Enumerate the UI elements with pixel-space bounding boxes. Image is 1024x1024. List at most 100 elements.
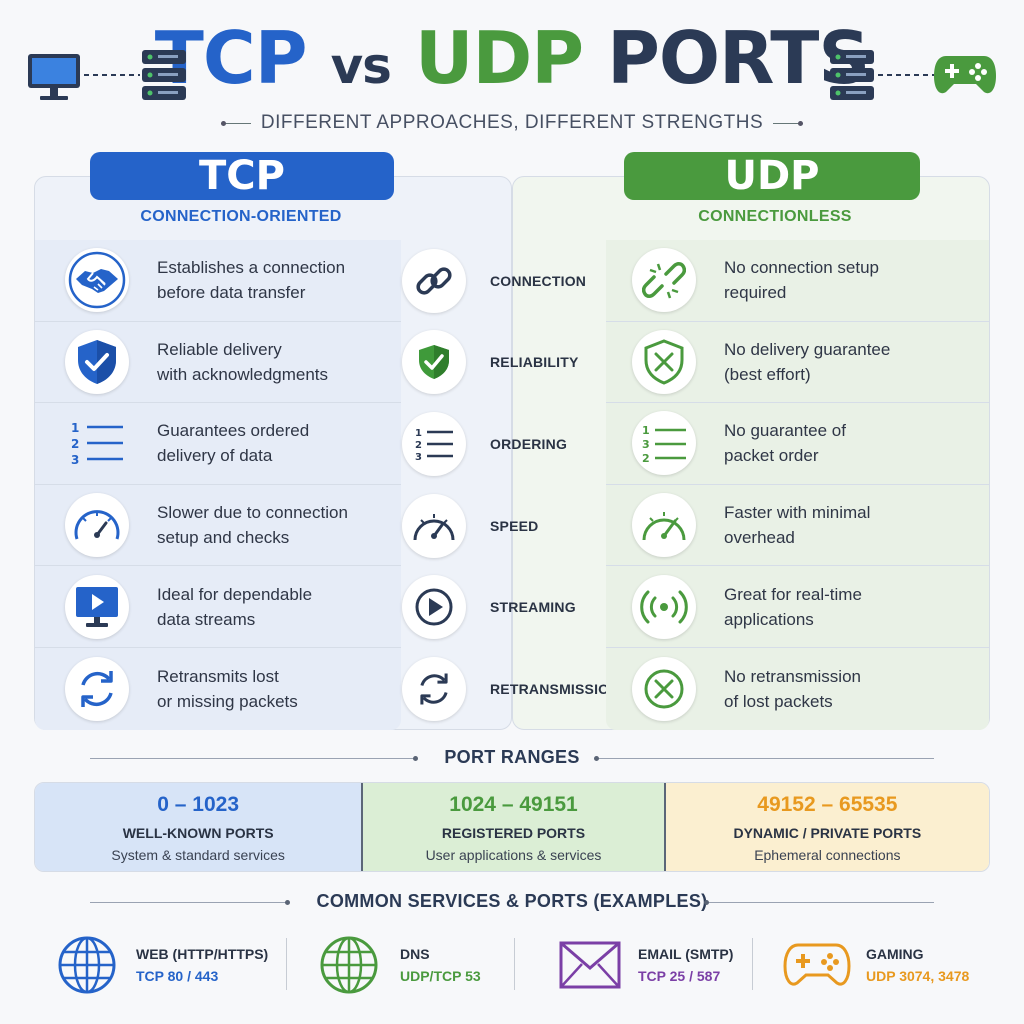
svg-text:2: 2 (415, 440, 422, 451)
service-name: EMAIL (SMTP) (638, 946, 734, 962)
aspect-reliability: RELIABILITY (401, 322, 606, 404)
subtitle-row: DIFFERENT APPROACHES, DIFFERENT STRENGTH… (0, 112, 1024, 134)
service-dns: DNS UDP/TCP 53 (318, 930, 481, 1000)
services-title: COMMON SERVICES & PORTS (EXAMPLES) (316, 891, 708, 911)
udp-row-retransmission: No retransmission of lost packets (606, 648, 989, 730)
udp-row-text: No delivery guarantee (best effort) (724, 339, 891, 384)
aspect-label: STREAMING (490, 599, 576, 616)
port-range-well-known: 0 – 1023 WELL-KNOWN PORTS System & stand… (35, 783, 362, 871)
service-web: WEB (HTTP/HTTPS) TCP 80 / 443 (56, 930, 268, 1000)
tcp-row-streaming: Ideal for dependable data streams (35, 566, 401, 648)
speedometer-icon (402, 493, 466, 558)
tcp-row-speed: Slower due to connection setup and check… (35, 485, 401, 567)
udp-feature-list: No connection setup required No delivery… (606, 240, 989, 730)
connection-dashes-right (878, 74, 934, 76)
svg-text:2: 2 (71, 437, 79, 451)
speedometer-icon (65, 493, 129, 558)
service-divider (286, 938, 287, 990)
svg-text:1: 1 (642, 424, 650, 437)
tcp-mode-label: CONNECTION-ORIENTED (140, 208, 342, 225)
tcp-row-text: Reliable delivery with acknowledgments (157, 339, 329, 384)
port-range-value: 49152 – 65535 (757, 793, 898, 816)
tcp-row-retransmission: Retransmits lost or missing packets (35, 648, 401, 730)
tcp-row-text: Guarantees ordered delivery of data (157, 421, 310, 466)
port-range-desc: Ephemeral connections (754, 847, 901, 863)
service-port: TCP 80 / 443 (136, 968, 219, 984)
udp-row-speed: Faster with minimal overhead (606, 485, 989, 567)
subtitle-rule-right (773, 120, 804, 126)
port-range-desc: System & standard services (111, 847, 285, 863)
aspect-label: RELIABILITY (490, 354, 579, 371)
udp-row-connection: No connection setup required (606, 240, 989, 322)
aspect-column: CONNECTION RELIABILITY 1 2 3 ORDERING (401, 240, 619, 730)
svg-text:3: 3 (71, 453, 79, 467)
udp-row-ordering: 1 3 2 No guarantee of packet order (606, 403, 989, 485)
title-vs: vs (330, 37, 392, 95)
udp-row-text: Great for real-time applications (724, 584, 862, 629)
service-port: UDP/TCP 53 (400, 968, 481, 984)
title-ports: PORTS (607, 16, 870, 100)
aspect-speed: SPEED (401, 485, 606, 567)
monitor-play-icon (65, 574, 129, 639)
speedometer-fast-icon (632, 493, 696, 558)
shield-x-icon (632, 329, 696, 394)
aspect-label: ORDERING (490, 435, 568, 452)
port-ranges-title: PORT RANGES (444, 747, 580, 767)
circle-x-icon (632, 656, 696, 721)
port-range-value: 0 – 1023 (157, 793, 240, 816)
udp-row-streaming: Great for real-time applications (606, 566, 989, 648)
udp-row-text: No connection setup required (724, 258, 879, 303)
ordered-list-icon: 1 2 3 (65, 411, 129, 475)
aspect-retransmission: RETRANSMISSION (401, 648, 619, 730)
port-range-desc: User applications & services (425, 847, 602, 863)
globe-icon (58, 936, 116, 994)
envelope-icon (559, 941, 621, 989)
udp-heading-pill: UDP (624, 152, 920, 200)
aspect-streaming: STREAMING (401, 566, 606, 648)
port-ranges-bar: 0 – 1023 WELL-KNOWN PORTS System & stand… (34, 782, 990, 872)
tcp-row-text: Ideal for dependable data streams (157, 584, 313, 629)
port-range-name: REGISTERED PORTS (441, 825, 586, 841)
service-name: GAMING (866, 946, 924, 962)
unordered-list-icon: 1 3 2 (632, 411, 696, 476)
link-icon (402, 248, 466, 313)
services-rule-right (704, 900, 934, 905)
service-gaming: GAMING UDP 3074, 3478 (782, 930, 969, 1000)
broadcast-icon (632, 574, 696, 639)
svg-text:2: 2 (642, 452, 650, 463)
tcp-row-ordering: 1 2 3 Guarantees ordered delivery of dat… (35, 403, 401, 485)
subtitle-rule-left (220, 120, 251, 126)
udp-row-text: No guarantee of packet order (724, 421, 846, 466)
port-range-name: WELL-KNOWN PORTS (122, 825, 274, 841)
port-range-registered: 1024 – 49151 REGISTERED PORTS User appli… (361, 783, 664, 871)
title-udp: UDP (415, 16, 584, 100)
udp-mode-label: CONNECTIONLESS (698, 208, 852, 225)
service-port: UDP 3074, 3478 (866, 968, 970, 984)
aspect-label: SPEED (490, 517, 539, 534)
refresh-icon (402, 656, 466, 721)
server-icon (142, 50, 186, 100)
globe-icon (320, 936, 378, 994)
shield-check-icon (65, 329, 129, 394)
handshake-icon (65, 248, 129, 313)
tcp-row-text: Retransmits lost or missing packets (157, 666, 298, 711)
ordered-list-icon: 1 2 3 (402, 411, 466, 476)
tcp-row-connection: Establishes a connection before data tra… (35, 240, 401, 322)
svg-text:3: 3 (642, 438, 650, 451)
aspect-label: RETRANSMISSION (490, 680, 620, 697)
server-icon (830, 50, 874, 100)
service-divider (514, 938, 515, 990)
port-range-name: DYNAMIC / PRIVATE PORTS (733, 825, 922, 841)
tcp-row-text: Slower due to connection setup and check… (157, 503, 348, 548)
broken-link-icon (632, 248, 696, 313)
service-email: EMAIL (SMTP) TCP 25 / 587 (558, 930, 733, 1000)
subtitle: DIFFERENT APPROACHES, DIFFERENT STRENGTH… (260, 112, 764, 133)
gamepad-icon (934, 56, 996, 94)
service-port: TCP 25 / 587 (638, 968, 721, 984)
port-ranges-rule-left (90, 756, 418, 761)
connection-dashes-left (84, 74, 140, 76)
aspect-ordering: 1 2 3 ORDERING (401, 403, 606, 485)
tcp-feature-list: Establishes a connection before data tra… (35, 240, 401, 730)
port-range-value: 1024 – 49151 (449, 793, 578, 816)
svg-text:1: 1 (71, 421, 79, 435)
